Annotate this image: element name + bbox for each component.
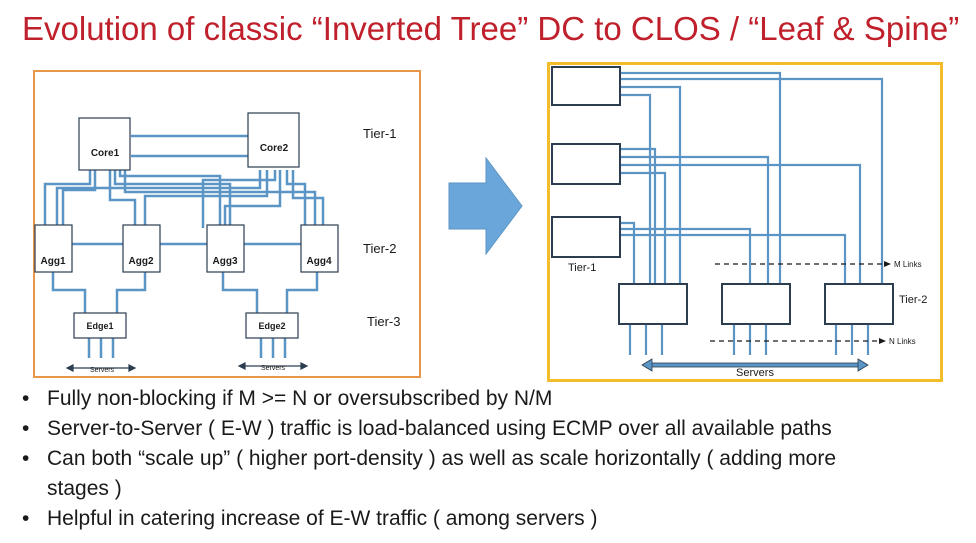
n-links-label: N Links [889, 337, 916, 346]
edge2-box [245, 312, 299, 339]
clos-node-boxes [551, 66, 894, 325]
agg2-label: Agg2 [129, 256, 154, 267]
tree-node-boxes [34, 112, 339, 339]
bullet-text: Fully non-blocking if M >= N or oversubs… [47, 387, 553, 410]
slide-title: Evolution of classic “Inverted Tree” DC … [22, 10, 960, 47]
core1-label: Core1 [91, 148, 120, 159]
right-arrow-icon [448, 156, 523, 256]
tree-links [43, 134, 325, 358]
left-servers-label-1: Servers [90, 367, 115, 374]
tier1-label: Tier-1 [363, 126, 396, 141]
edge2-label: Edge2 [258, 321, 285, 331]
agg1-label: Agg1 [41, 256, 66, 267]
bullet-item: • Server-to-Server ( E-W ) traffic is lo… [22, 414, 962, 444]
leaf-3 [824, 283, 894, 325]
bullet-marker: • [22, 387, 30, 410]
clos-servers-label: Servers [736, 367, 774, 379]
clos-links [620, 71, 884, 355]
agg3-label: Agg3 [213, 256, 238, 267]
bullet-text: Server-to-Server ( E-W ) traffic is load… [47, 417, 832, 440]
spine-2 [551, 143, 621, 185]
core2-box [247, 112, 300, 168]
agg1-box [34, 224, 73, 273]
bullet-text: Can both “scale up” ( higher port-densit… [47, 447, 837, 470]
spine-1 [551, 66, 621, 106]
agg4-label: Agg4 [307, 256, 332, 267]
clos-tier2-label: Tier-2 [899, 294, 927, 306]
edge1-box [73, 312, 127, 339]
core1-box [78, 117, 131, 171]
leaf-2 [721, 283, 791, 325]
m-links-label: M Links [894, 260, 922, 269]
tier2-label: Tier-2 [363, 241, 396, 256]
inverted-tree-diagram: Core1 Core2 Agg1 Agg2 Agg3 Agg4 Edge1 Ed… [33, 70, 421, 378]
inverted-tree-svg: Core1 Core2 Agg1 Agg2 Agg3 Agg4 Edge1 Ed… [34, 112, 400, 374]
tier3-label: Tier-3 [367, 314, 400, 329]
left-servers-label-2: Servers [261, 365, 286, 372]
bullet-item: • Can both “scale up” ( higher port-dens… [22, 444, 962, 474]
bullet-list: • Fully non-blocking if M >= N or oversu… [22, 384, 962, 534]
spine-3 [551, 216, 621, 258]
bullet-item: • Helpful in catering increase of E-W tr… [22, 504, 962, 534]
bullet-text: Helpful in catering increase of E-W traf… [47, 507, 598, 530]
leaf-spine-svg: Tier-1 Tier-2 M Links N Links Servers [551, 66, 927, 379]
leaf-1 [618, 283, 688, 325]
agg2-box [122, 224, 161, 273]
agg3-box [206, 224, 245, 273]
clos-servers-arrow [641, 358, 869, 372]
bullet-marker: • [22, 447, 30, 470]
edge1-label: Edge1 [86, 321, 113, 331]
bullet-continuation: stages ) [47, 477, 122, 500]
bullet-item: • Fully non-blocking if M >= N or oversu… [22, 384, 962, 414]
core2-label: Core2 [260, 143, 289, 154]
bullet-marker: • [22, 507, 30, 530]
agg4-box [300, 224, 339, 273]
bullet-marker: • [22, 417, 30, 440]
clos-tier1-label: Tier-1 [568, 262, 596, 274]
leaf-spine-diagram: Tier-1 Tier-2 M Links N Links Servers [547, 62, 943, 382]
